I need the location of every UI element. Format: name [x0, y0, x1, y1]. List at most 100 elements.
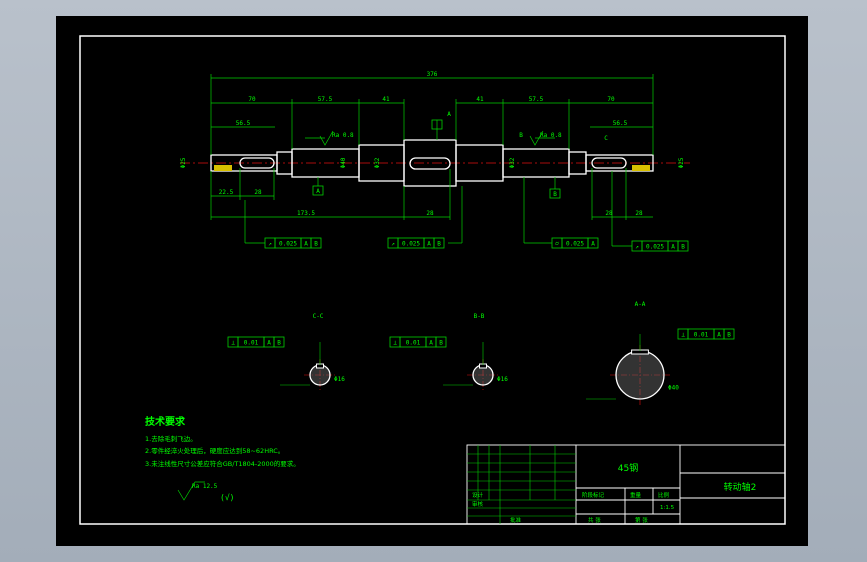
- tolerance-frame-2-cell: 0.025: [402, 241, 420, 248]
- section-tolerance-2-cell: A: [429, 340, 433, 347]
- shaft-main-view: 376 70 57.5 41 41 57.5 70 56.5 56.5 22.5…: [180, 71, 690, 252]
- label-approve: 批准: [510, 516, 522, 524]
- dim-seg-right-2: 57.5: [529, 96, 544, 103]
- tolerance-frame-2-cell: B: [437, 241, 441, 248]
- dim-keyway-right: 56.5: [613, 120, 628, 127]
- title-block: 45钢 转动轴2 设计 审核 批准 阶段标记 重量 比例 1:1.5 共 张 第…: [466, 444, 786, 525]
- datum-box-a: [312, 185, 324, 196]
- drawing-frame: [79, 35, 786, 525]
- dim-dia-end-right: Φ25: [678, 157, 685, 168]
- tolerance-frame-1-cell: A: [304, 241, 308, 248]
- dim-bottom-left-2: 28: [254, 189, 262, 196]
- general-roughness: Ra 12.5: [192, 483, 218, 490]
- material: 45钢: [618, 462, 638, 474]
- keyway-left: [239, 157, 275, 169]
- section-tolerance-1-cell: ⟂: [231, 340, 235, 347]
- section-label: C-C: [313, 313, 324, 320]
- section-label: A-A: [635, 301, 646, 308]
- section-mark-a: A: [447, 111, 451, 118]
- section-circle: [615, 350, 665, 400]
- roughness-right: Ra 0.8: [540, 132, 562, 139]
- dim-seg-left-2: 57.5: [318, 96, 333, 103]
- section-tolerance-1-cell: A: [267, 340, 271, 347]
- roughness-symbol-left: [319, 130, 334, 146]
- tolerance-frame-3: ⌭ 0.025 A: [551, 237, 599, 249]
- keyway-center: [409, 157, 451, 170]
- section-box-a: [431, 119, 443, 130]
- dim-dia-center: Φ40: [340, 157, 347, 168]
- dim-seg-left-3: 41: [382, 96, 390, 103]
- tolerance-frame-3-cell: 0.025: [566, 241, 584, 248]
- label-scale: 比例: [658, 491, 670, 499]
- tolerance-frame-4-cell: ↗: [635, 244, 639, 251]
- section-tolerance-2-cell: B: [439, 340, 443, 347]
- tolerance-frame-1-cell: 0.025: [279, 241, 297, 248]
- tolerance-frame-1-cell: B: [314, 241, 318, 248]
- section-diameter: Φ40: [668, 384, 679, 391]
- tolerance-frame-4-cell: A: [671, 244, 675, 251]
- dim-seg-right-1: 70: [607, 96, 615, 103]
- tech-title: 技术要求: [145, 415, 186, 428]
- tolerance-frame-2-cell: A: [427, 241, 431, 248]
- dim-dia-mid-left: Φ32: [374, 157, 381, 168]
- part-name: 转动轴2: [724, 481, 757, 493]
- section-mark-c: C: [604, 135, 608, 142]
- dim-bottom-right-2: 28: [635, 210, 643, 217]
- shaft-end-right: [585, 154, 654, 172]
- tolerance-frame-3-cell: ⌭: [555, 241, 560, 248]
- dim-keyway-left: 56.5: [236, 120, 251, 127]
- section-tolerance-3-cell: B: [727, 332, 731, 339]
- section-tolerance-2-cell: ⟂: [393, 340, 397, 347]
- end-hatch-right: [632, 165, 650, 171]
- section-tolerance-3-cell: ⟂: [681, 332, 685, 339]
- section-mark-b: B: [519, 132, 523, 139]
- label-design: 设计: [472, 491, 484, 499]
- label-weight: 重量: [630, 491, 642, 499]
- end-hatch-left: [214, 165, 232, 171]
- general-roughness-other: (√): [220, 493, 234, 502]
- general-roughness-symbol: [177, 481, 205, 501]
- tech-item-2: 2.零件经淬火处理后，硬度应达到58~62HRC。: [145, 446, 284, 455]
- dim-seg-left-1: 70: [248, 96, 256, 103]
- label-sheet-no: 第 张: [635, 516, 648, 524]
- section-tolerance-1-cell: 0.01: [244, 340, 259, 347]
- section-tolerance-1-cell: B: [277, 340, 281, 347]
- label-check: 审核: [472, 500, 484, 508]
- scale-value: 1:1.5: [660, 505, 675, 511]
- tolerance-frame-2-cell: ↗: [391, 241, 395, 248]
- section-tolerance-3-cell: 0.01: [694, 332, 709, 339]
- tolerance-frame-3-cell: A: [591, 241, 595, 248]
- section-label: B-B: [474, 313, 485, 320]
- label-stage-mark: 阶段标记: [582, 491, 605, 499]
- dim-dia-mid-right: Φ32: [509, 157, 516, 168]
- dim-bottom-right-1: 28: [605, 210, 613, 217]
- label-sheet-total: 共 张: [588, 516, 601, 524]
- dim-seg-right-3: 41: [476, 96, 484, 103]
- tolerance-frame-4-cell: 0.025: [646, 244, 664, 251]
- dim-bottom-center: 28: [426, 210, 434, 217]
- drawing-sheet: [56, 16, 808, 546]
- dim-bottom-left-3: 173.5: [297, 210, 315, 217]
- dim-dia-end-left: Φ25: [180, 157, 187, 168]
- datum-b-label: B: [553, 191, 557, 198]
- roughness-left: Ra 0.8: [332, 132, 354, 139]
- roughness-symbol-right: [529, 130, 544, 146]
- dim-overall: 376: [427, 71, 438, 78]
- tolerance-frame-1-cell: ↗: [268, 241, 272, 248]
- datum-box-b: [549, 188, 561, 199]
- section-diameter: Φ16: [497, 376, 508, 383]
- tech-item-3: 3.未注线性尺寸公差应符合GB/T1804-2000的要求。: [145, 459, 300, 468]
- datum-a-label: A: [316, 188, 320, 195]
